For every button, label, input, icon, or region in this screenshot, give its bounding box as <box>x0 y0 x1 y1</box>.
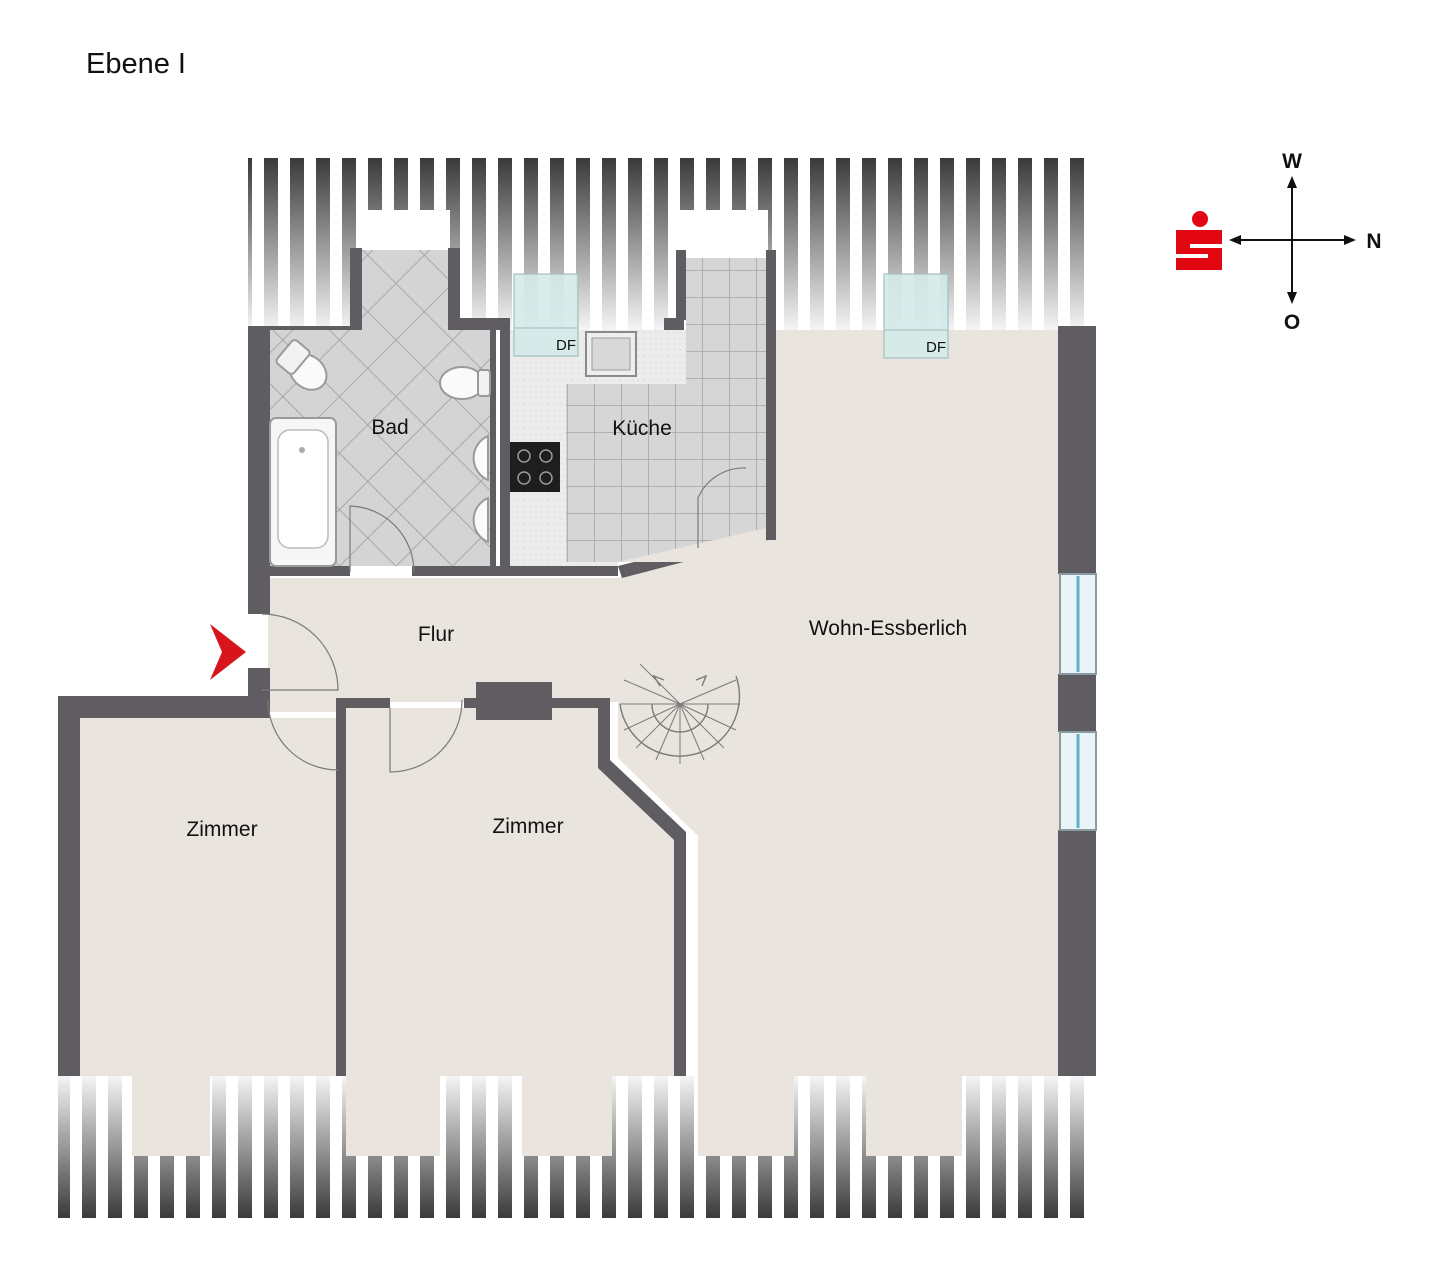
sink-icon <box>472 434 489 544</box>
doors <box>261 613 463 773</box>
wc-icon <box>439 366 491 400</box>
sparkasse-logo-icon <box>1176 211 1222 270</box>
compass-label-n: N <box>1366 230 1381 253</box>
bathroom: Bad <box>269 250 491 573</box>
walls <box>58 248 1097 1076</box>
roof-bottom <box>58 1076 1096 1218</box>
room-label-zimmer-left: Zimmer <box>186 818 257 841</box>
compass-label-w: W <box>1282 150 1302 173</box>
spiral-stair-icon <box>619 663 741 764</box>
room-label-wohn: Wohn-Essberlich <box>809 617 967 640</box>
compass-label-o: O <box>1284 311 1300 334</box>
kitchen: Küche <box>510 258 766 566</box>
skylight-label: DF <box>556 337 576 354</box>
compass-icon <box>1229 176 1356 304</box>
skylight-2: DF <box>883 273 949 359</box>
room-label-kueche: Küche <box>612 417 672 440</box>
entrance-arrow-icon <box>210 624 246 680</box>
page-title: Ebene I <box>86 48 186 80</box>
room-label-zimmer-mid: Zimmer <box>492 815 563 838</box>
room-label-flur: Flur <box>418 623 454 646</box>
toilet-icon <box>275 339 328 391</box>
stove-icon <box>510 442 560 492</box>
skylight-label: DF <box>926 339 946 356</box>
skylight-1: DF <box>513 273 579 357</box>
roof-top <box>248 158 1096 330</box>
room-label-bad: Bad <box>371 416 408 439</box>
